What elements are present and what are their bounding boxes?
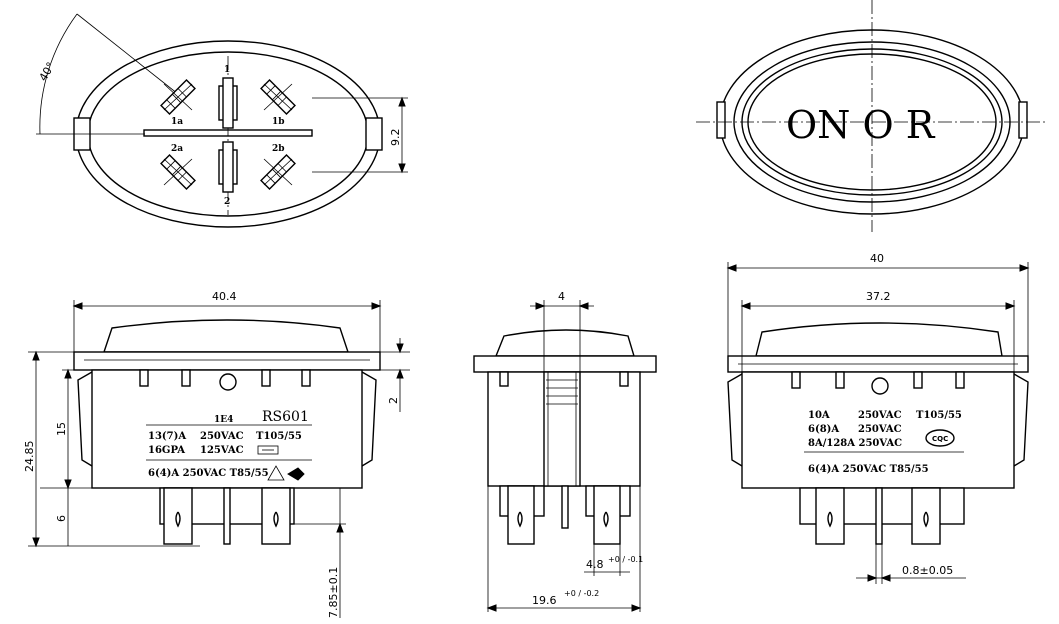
- dim-9-2: 9.2: [389, 129, 402, 147]
- marking-model: RS601: [262, 409, 309, 425]
- dim-4: 4: [558, 290, 565, 303]
- pin-label-1b: 1b: [272, 117, 285, 127]
- dim-0-8: 0.8±0.05: [902, 564, 953, 577]
- legend-text: ON O R: [786, 103, 936, 147]
- pin-label-1a: 1a: [171, 117, 183, 127]
- marking-r-l2-voltage: 250VAC: [858, 424, 902, 435]
- dim-37-2: 37.2: [866, 290, 891, 303]
- dim-19-6-tol: +0 / -0.2: [564, 589, 599, 598]
- marking-r-l2-rating: 6(8)A: [808, 424, 839, 435]
- dim-40: 40: [870, 252, 884, 265]
- marking-l2-voltage: 125VAC: [200, 445, 244, 456]
- pin-label-2b: 2b: [272, 144, 285, 154]
- marking-r-l1-voltage: 250VAC: [858, 410, 902, 421]
- dim-15: 15: [55, 422, 68, 436]
- marking-l3: 6(4)A 250VAC T85/55: [148, 468, 269, 479]
- marking-l1-temp: T105/55: [256, 431, 302, 442]
- dim-19-6: 19.6: [532, 594, 557, 607]
- marking-l2-rating: 16GPA: [148, 445, 185, 456]
- dim-7-85: 7.85±0.1: [327, 567, 340, 618]
- top-left-terminal-view: 40° 1 1a 1b 2a 2b 2 9.2: [36, 13, 408, 228]
- marking-r-l4: 6(4)A 250VAC T85/55: [808, 464, 929, 475]
- pin-label-2: 2: [224, 197, 230, 207]
- top-right-legend-view: ON O R: [696, 0, 1046, 232]
- pin-label-1: 1: [224, 65, 230, 75]
- cqc-mark-icon: [925, 429, 955, 447]
- ul-mark-icon: [257, 445, 279, 455]
- side-view: 4 4.8 +0 / -0.1 19.6 +0 / -0.2: [473, 290, 657, 612]
- pin-label-2a: 2a: [171, 144, 183, 154]
- marking-r-l1-rating: 10A: [808, 410, 830, 421]
- marking-l1-rating: 13(7)A: [148, 431, 186, 442]
- dim-4-8-tol: +0 / -0.1: [608, 555, 643, 564]
- dim-40-4: 40.4: [212, 290, 237, 303]
- cqc-mark-label: CQC: [932, 435, 948, 443]
- dim-4-8: 4.8: [586, 558, 604, 571]
- dim-2: 2: [387, 397, 400, 404]
- cert-triangle-icon: [267, 465, 305, 481]
- angle-label: 40°: [37, 60, 58, 83]
- marking-code: 1E4: [214, 415, 233, 425]
- marking-l1-voltage: 250VAC: [200, 431, 244, 442]
- dim-6: 6: [55, 515, 68, 522]
- marking-r-l3: 8A/128A 250VAC: [808, 438, 902, 449]
- front-right-view: 10A 250VAC T105/55 6(8)A 250VAC 8A/128A …: [726, 252, 1030, 584]
- marking-r-l1-temp: T105/55: [916, 410, 962, 421]
- dim-24-85: 24.85: [23, 441, 36, 473]
- front-left-view: 1E4 RS601 13(7)A 250VAC T105/55 16GPA 12…: [23, 290, 410, 618]
